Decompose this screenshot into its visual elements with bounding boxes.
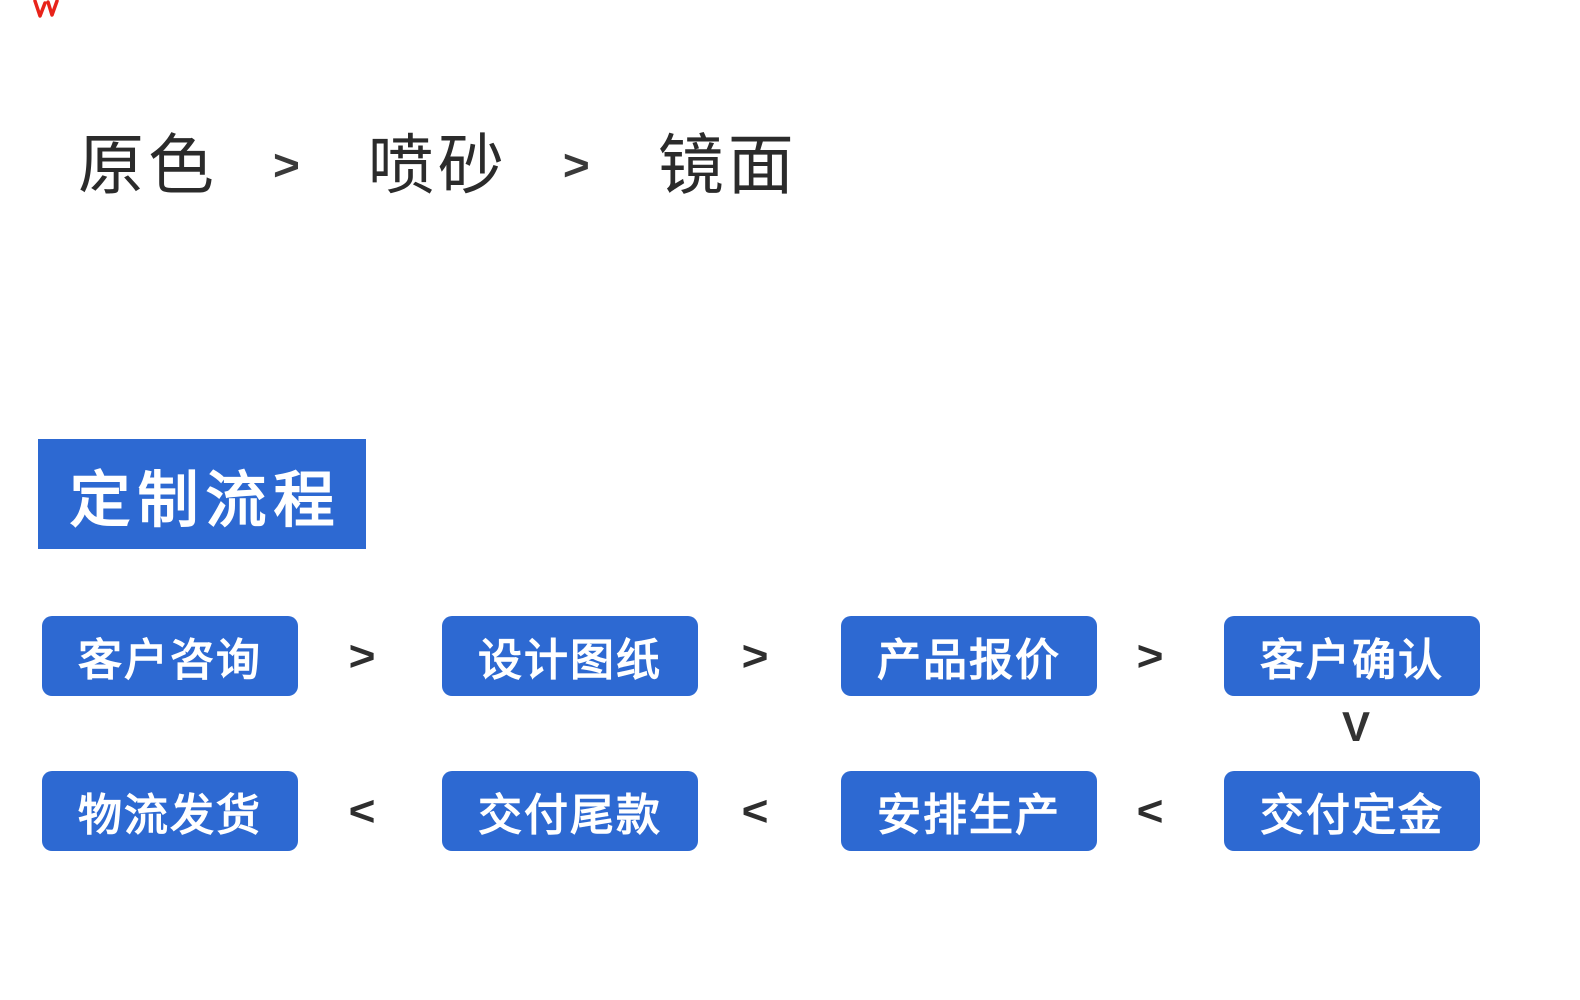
lt-separator-icon: < bbox=[741, 787, 769, 835]
flow-step-pay-balance: 交付尾款 bbox=[442, 771, 698, 851]
flow-step-customer-confirm: 客户确认 bbox=[1224, 616, 1480, 696]
flow-step-product-quote: 产品报价 bbox=[841, 616, 1097, 696]
gt-separator-icon: > bbox=[1136, 632, 1164, 680]
lt-separator-icon: < bbox=[348, 787, 376, 835]
flow-step-design-drawing: 设计图纸 bbox=[442, 616, 698, 696]
finish-options-row: 原色 > 喷砂 > 镜面 bbox=[78, 128, 798, 202]
gt-separator-icon: > bbox=[562, 140, 590, 190]
section-title: 定制流程 bbox=[69, 465, 342, 534]
finish-option-natural-color: 原色 bbox=[78, 128, 218, 202]
gt-separator-icon: > bbox=[273, 140, 300, 190]
gt-separator-icon: > bbox=[348, 632, 376, 680]
down-connector-icon: V bbox=[1341, 703, 1370, 750]
section-title-banner: 定制流程 bbox=[38, 439, 366, 549]
flow-step-logistics-shipping: 物流发货 bbox=[42, 771, 298, 851]
clipped-red-mark bbox=[33, 0, 59, 18]
gt-separator-icon: > bbox=[741, 632, 769, 680]
flow-step-arrange-production: 安排生产 bbox=[841, 771, 1097, 851]
finish-option-sandblasted: 喷砂 bbox=[367, 128, 508, 202]
lt-separator-icon: < bbox=[1136, 787, 1164, 835]
flow-step-pay-deposit: 交付定金 bbox=[1224, 771, 1480, 851]
finish-option-mirror: 镜面 bbox=[657, 128, 798, 202]
flow-step-customer-inquiry: 客户咨询 bbox=[42, 616, 298, 696]
